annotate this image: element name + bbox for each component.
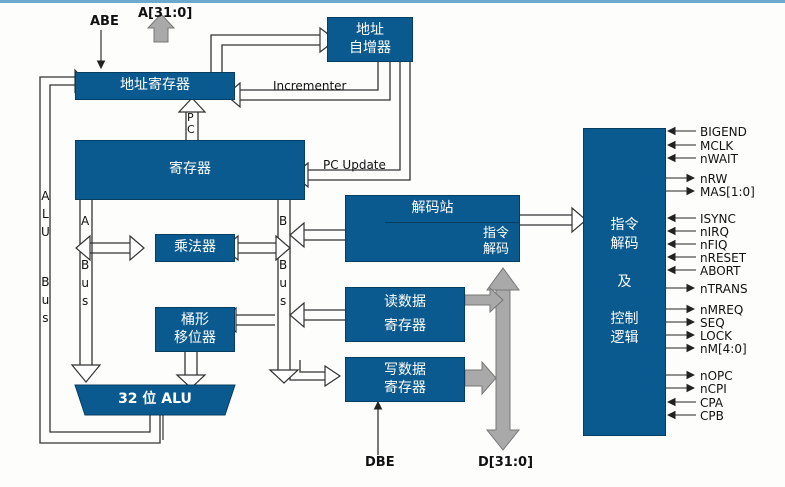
bus-letter: B [41, 275, 50, 289]
address-bus-label: A[31:0] [138, 6, 193, 21]
control-signal-label: LOCK [700, 329, 732, 343]
control-signal-label: nCPI [700, 382, 727, 396]
read-data-register-block: 读数据 寄存器 [345, 287, 465, 342]
control-signal-label: BIGEND [700, 125, 747, 139]
dbe-label: DBE [365, 455, 395, 470]
control-signal-label: nRW [700, 172, 728, 186]
barrel-shifter-block: 桶形 移位器 [155, 307, 235, 352]
control-signal-label: MCLK [700, 139, 734, 153]
write-data-register-block: 写数据 寄存器 [345, 357, 465, 402]
bus-letter: B [81, 258, 90, 272]
pc-label: P C [187, 111, 195, 136]
alu-shape [74, 384, 236, 416]
pc-update-label: PC Update [323, 158, 386, 172]
bus-letter: u [81, 276, 89, 290]
control-signal-label: nIRQ [700, 225, 729, 239]
alu-bus-line-inner [49, 84, 151, 433]
bus-letter: B [279, 258, 288, 272]
bus-letter: s [81, 294, 89, 308]
control-signal-label: nOPC [700, 369, 733, 383]
control-logic-block: 指令 解码 及 控制 逻辑 [583, 128, 666, 436]
bus-letter: A [41, 189, 50, 203]
bus-letter: s [42, 311, 49, 325]
bus-letter: u [41, 293, 50, 307]
control-signal-label: MAS[1:0] [700, 185, 755, 199]
address-register-block: 地址寄存器 [75, 72, 235, 100]
incrementer-label: Incrementer [273, 79, 347, 93]
bus-letter: L [42, 207, 49, 221]
control-signal-label: nMREQ [700, 303, 744, 317]
bus-letter: A [81, 214, 90, 228]
abe-label: ABE [90, 14, 119, 29]
bus-letter: U [41, 225, 50, 239]
decode-station-side [345, 195, 385, 262]
control-signal-label: nFIQ [700, 238, 728, 252]
control-signal-label: ISYNC [700, 212, 736, 226]
control-signal-label: nTRANS [700, 282, 748, 296]
address-incrementer-block: 地址 自增器 [327, 17, 413, 62]
control-signal-label: CPB [700, 409, 724, 423]
control-signal-label: nWAIT [700, 152, 738, 166]
register-bank-block: 寄存器 [75, 140, 305, 200]
control-signal-label: CPA [700, 396, 724, 410]
top-border [0, 0, 785, 3]
data-bus-label: D[31:0] [478, 455, 534, 470]
bus-letter: B [279, 214, 288, 228]
control-signal-label: ABORT [700, 264, 741, 278]
multiplier-block: 乘法器 [155, 234, 235, 262]
control-signal-label: nM[4:0] [700, 342, 747, 356]
instruction-decode-block: 指令 解码 [384, 222, 520, 262]
control-signal-label: nRESET [700, 251, 747, 265]
alu-label: 32 位 ALU [118, 391, 192, 408]
alu-bus-line-outer [39, 76, 161, 444]
bus-letter: u [279, 276, 287, 290]
bus-letter: s [279, 294, 287, 308]
control-signal-label: SEQ [700, 316, 725, 330]
